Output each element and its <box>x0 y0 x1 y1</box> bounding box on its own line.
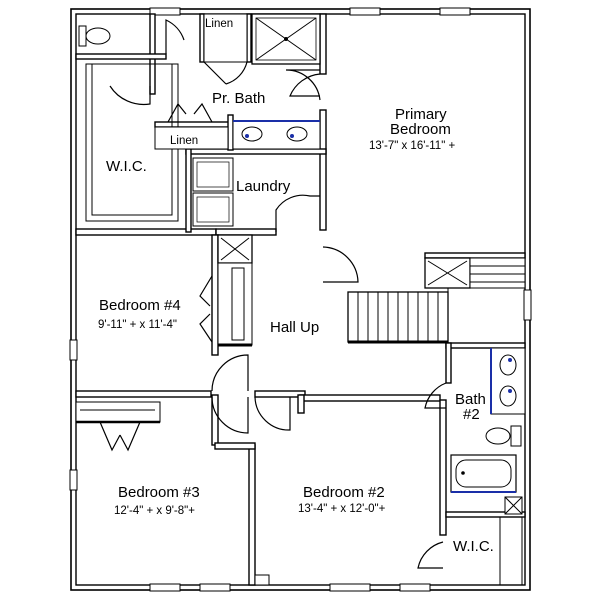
wall-h-bed2-top <box>299 394 441 402</box>
laundry-door-swing <box>275 194 320 232</box>
linen-mid-closet <box>154 126 229 150</box>
wall-v-bed3-bed2 <box>248 444 256 586</box>
room-label-bath2-line2: #2 <box>463 406 480 423</box>
window-left-2 <box>69 469 78 491</box>
window-top-1 <box>149 7 181 16</box>
window-bottom-2 <box>199 583 231 592</box>
sink-icon <box>499 354 517 376</box>
wall-v-bed2-top-stub <box>297 394 305 414</box>
wall-h-upper <box>75 228 217 236</box>
room-label-bedroom4: Bedroom #4 <box>99 297 181 314</box>
window-top-2 <box>349 7 381 16</box>
bath2-door-swing <box>424 382 447 409</box>
window-bottom-3 <box>329 583 371 592</box>
bedroom4-closet-door <box>199 275 213 343</box>
wc-door-swing <box>165 19 185 54</box>
room-dim-bedroom2: 13'-4" + x 12'-0"+ <box>298 503 386 515</box>
interior-walls <box>75 13 526 586</box>
stairs <box>347 257 526 344</box>
wall-v-laundry-left <box>185 148 192 233</box>
sink-icon <box>286 126 308 142</box>
bedroom3-closet-door <box>99 421 141 452</box>
wall-h-bed4-bed3 <box>75 390 212 398</box>
wall-v-linen-top-left <box>199 13 205 63</box>
sink-icon <box>499 385 517 407</box>
room-label-primary-line2: Bedroom <box>390 121 451 138</box>
room-label-wic-left: W.I.C. <box>106 158 147 175</box>
room-dim-primary: 13'-7" x 16'-11" + <box>369 140 455 152</box>
linen-top-door <box>203 61 248 85</box>
room-dim-bedroom3: 12'-4" + x 9'-8"+ <box>114 505 195 517</box>
room-label-laundry: Laundry <box>236 178 291 195</box>
prbath-wic-door <box>109 85 151 106</box>
primary-door-swing <box>322 246 359 283</box>
room-label-bedroom3: Bedroom #3 <box>118 484 200 501</box>
wall-v-linen-mid-right <box>227 114 234 151</box>
shower-stall <box>251 13 321 65</box>
room-dim-bedroom4: 9'-11" + x 11'-4" <box>98 319 177 331</box>
wall-h-upper-b <box>215 228 277 236</box>
window-right-1 <box>523 289 532 321</box>
wall-h-wc-bottom <box>75 53 167 60</box>
wall-h-bath2-top <box>445 342 526 349</box>
room-label-bath2-line1: Bath <box>455 391 486 408</box>
wall-h-linen-mid <box>154 121 231 128</box>
exterior-notch-bottom <box>254 574 270 586</box>
wall-v-bed4-right <box>211 234 219 356</box>
room-label-pr-bath: Pr. Bath <box>212 90 265 107</box>
wall-h-wic-top <box>445 511 526 518</box>
wall-h-bed3-top <box>214 442 256 450</box>
wall-h-hall-bed2 <box>254 390 306 398</box>
wall-v-linen-top-right <box>246 13 252 63</box>
prbath-double-door <box>167 102 213 123</box>
room-label-linen-mid: Linen <box>170 135 198 147</box>
vanity-double-sink <box>232 120 321 150</box>
window-bottom-1 <box>149 583 181 592</box>
bathtub-icon <box>450 454 517 493</box>
toilet-icon-bath2 <box>485 425 522 447</box>
wall-h-primary-bottom <box>424 252 526 259</box>
room-label-linen-top: Linen <box>205 18 233 30</box>
washer-icon <box>192 192 234 227</box>
bedroom2-door-swing <box>254 396 291 431</box>
bedroom3-closet <box>75 401 161 424</box>
wic-right-door-swing <box>417 541 444 569</box>
toilet-icon-wc <box>78 25 111 47</box>
windows <box>69 7 532 592</box>
bedroom4-door-swing <box>211 354 249 392</box>
bedroom3-door-swing <box>211 396 249 434</box>
washer-dryer <box>192 157 234 227</box>
wall-v-primary-left-b <box>319 109 327 231</box>
linen-top-closet <box>203 13 248 63</box>
bedroom4-closet <box>217 234 253 347</box>
room-label-wic-right: W.I.C. <box>453 538 494 555</box>
wall-v-bath2-left-top <box>445 342 452 384</box>
bath2-vanity <box>490 347 526 415</box>
window-top-3 <box>439 7 471 16</box>
wic-right-shelving <box>499 516 523 586</box>
room-label-hall-up: Hall Up <box>270 319 319 336</box>
room-label-bedroom2: Bedroom #2 <box>303 484 385 501</box>
shower-door-swing <box>285 69 321 101</box>
window-left-1 <box>69 339 78 361</box>
dryer-icon <box>192 157 234 192</box>
room-label-primary-line1: Primary <box>395 106 447 123</box>
prbath-door-swing <box>289 73 321 97</box>
wall-h-laundry-top <box>185 148 327 155</box>
window-bottom-4 <box>399 583 431 592</box>
wall-v-primary-left <box>319 13 327 75</box>
sink-icon <box>241 126 263 142</box>
wall-v-bath2-left <box>439 399 447 536</box>
